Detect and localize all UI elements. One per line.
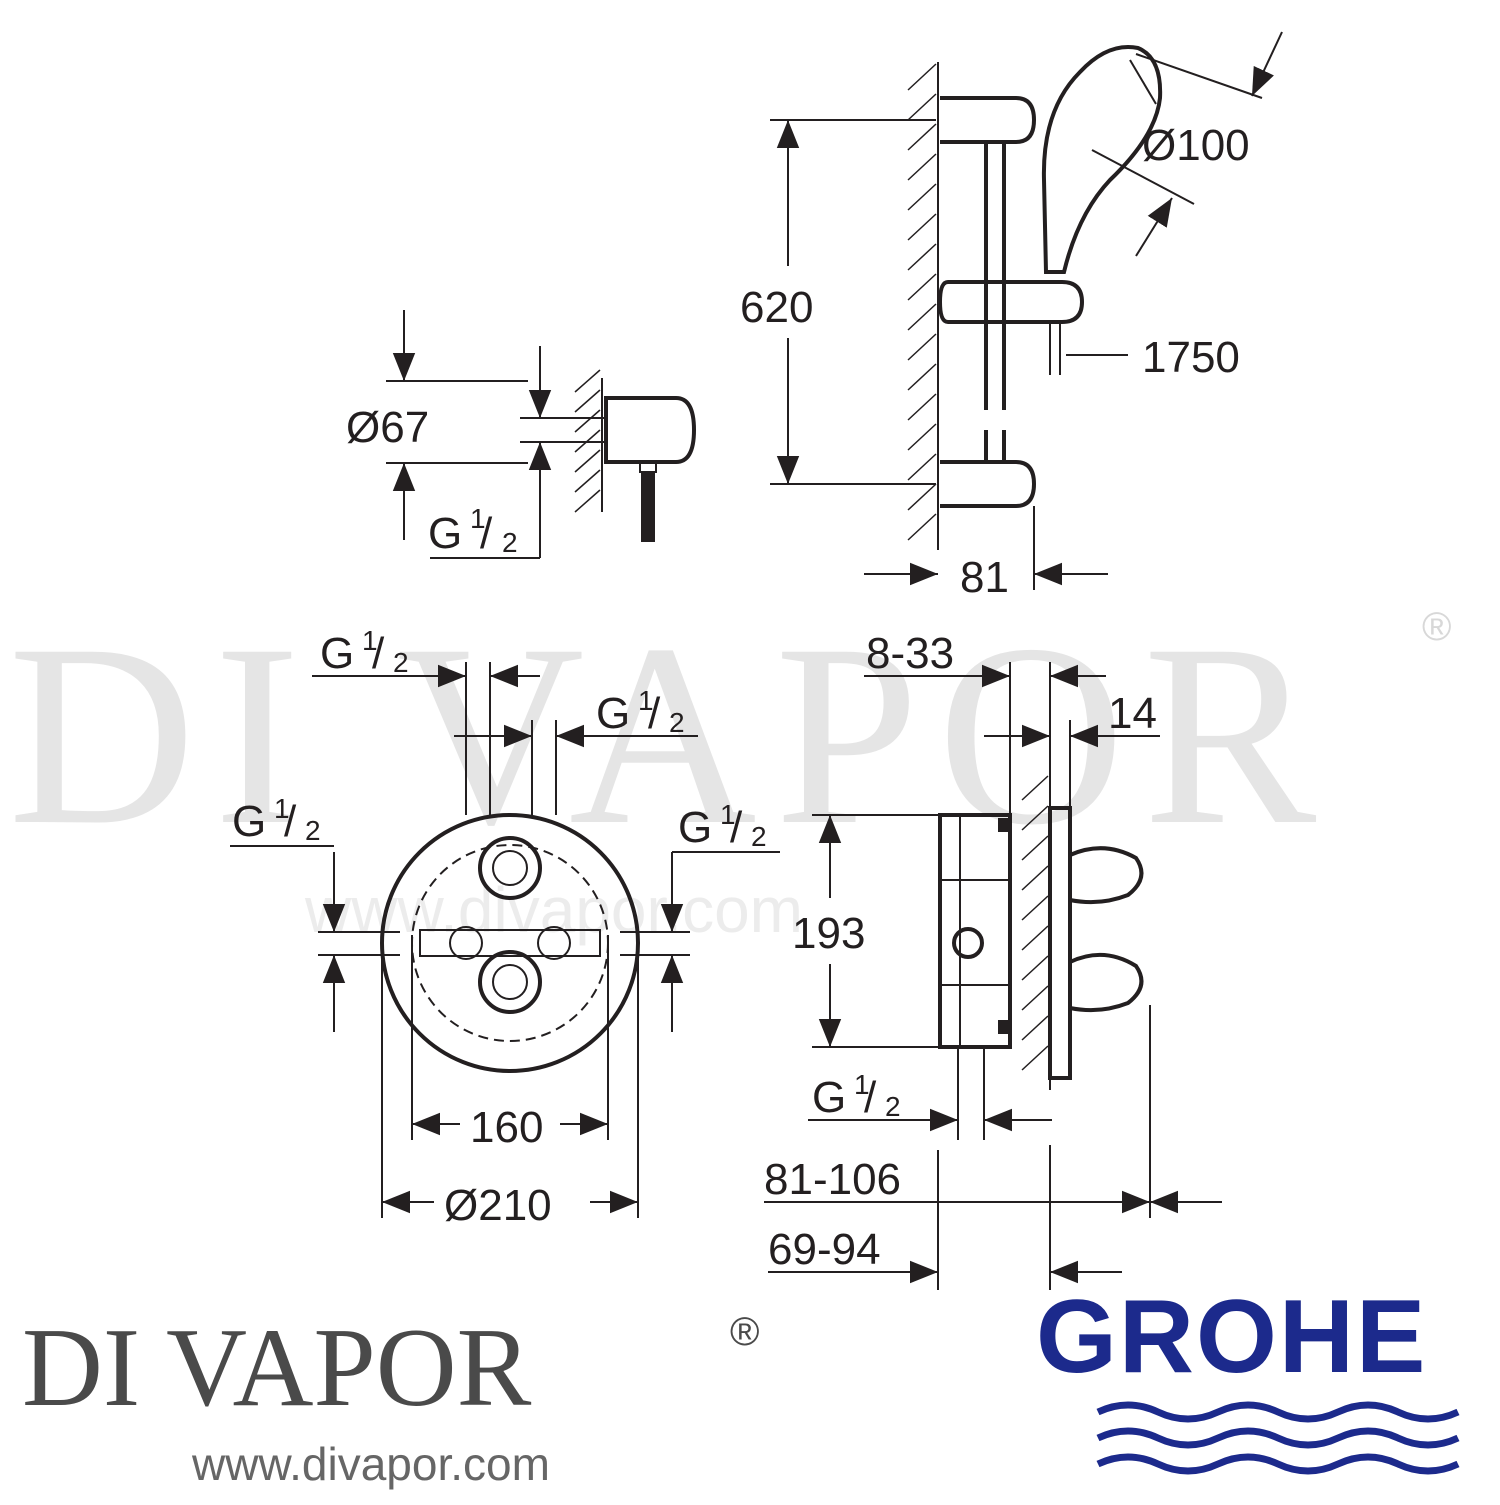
handshower-diameter-label: Ø100 (1142, 121, 1250, 170)
hose-length-label: 1750 (1142, 333, 1240, 382)
svg-text:1: 1 (638, 685, 654, 716)
svg-text:G: G (428, 509, 462, 558)
shower-rail-drawing: 620 Ø100 1750 81 (740, 31, 1283, 602)
svg-text:1: 1 (720, 799, 736, 830)
svg-text:/: / (480, 509, 493, 558)
body-height-label: 193 (792, 909, 865, 958)
grohe-brand-name: GROHE (1036, 1279, 1427, 1395)
svg-text:G: G (596, 689, 630, 738)
plate-depth-label: 14 (1108, 689, 1157, 738)
svg-text:1: 1 (470, 503, 486, 534)
watermark: DI VAPOR ® www.divapor.com (8, 591, 1451, 946)
right-thread-label: G 1 / 2 (678, 799, 767, 852)
adjustment-range-label: 8-33 (866, 629, 954, 678)
svg-text:/: / (372, 629, 385, 678)
svg-text:/: / (284, 797, 297, 846)
svg-text:/: / (730, 803, 743, 852)
divapor-logo: DI VAPOR ® www.divapor.com (22, 1306, 759, 1490)
rail-height-label: 620 (740, 283, 813, 332)
outer-diameter-label: Ø210 (444, 1181, 552, 1230)
svg-text:2: 2 (751, 821, 767, 852)
svg-text:G: G (678, 803, 712, 852)
top-left-thread-label: G 1 / 2 (320, 625, 409, 678)
svg-text:2: 2 (502, 527, 518, 558)
watermark-url: www.divapor.com (304, 874, 803, 946)
divapor-reg-mark: ® (730, 1310, 759, 1354)
svg-text:/: / (648, 689, 661, 738)
install-depth-1-label: 81-106 (764, 1155, 901, 1204)
svg-text:2: 2 (669, 707, 685, 738)
lower-handle-icon (478, 950, 542, 1014)
upper-handle-icon (478, 836, 542, 900)
wall-outlet-diameter-label: Ø67 (346, 403, 429, 452)
svg-text:1: 1 (274, 793, 290, 824)
divapor-url: www.divapor.com (191, 1438, 550, 1490)
svg-text:2: 2 (885, 1091, 901, 1122)
svg-text:2: 2 (393, 647, 409, 678)
rail-projection-label: 81 (960, 553, 1009, 602)
wall-outlet-drawing: Ø67 G 1 / 2 (346, 310, 697, 559)
svg-text:G: G (812, 1073, 846, 1122)
thermostat-side-drawing: 8-33 14 193 G 1 / 2 81-106 69-94 (764, 629, 1222, 1290)
svg-text:G: G (232, 797, 266, 846)
side-connector-icon (952, 927, 984, 959)
watermark-reg-mark: ® (1422, 605, 1451, 649)
thermostat-front-drawing: G 1 / 2 G 1 / 2 G 1 / 2 (230, 625, 780, 1230)
divapor-brand-name: DI VAPOR (22, 1306, 532, 1430)
top-right-thread-label: G 1 / 2 (596, 685, 685, 738)
svg-text:1: 1 (362, 625, 378, 656)
left-thread-label: G 1 / 2 (232, 793, 321, 846)
bottom-thread-label: G 1 / 2 (812, 1069, 901, 1122)
svg-text:G: G (320, 629, 354, 678)
svg-text:2: 2 (305, 815, 321, 846)
wall-outlet-thread-label: G 1 / 2 (428, 503, 518, 558)
grohe-logo: GROHE (1036, 1279, 1460, 1475)
install-depth-2-label: 69-94 (768, 1225, 881, 1274)
svg-text:/: / (864, 1073, 877, 1122)
svg-text:1: 1 (854, 1069, 870, 1100)
grohe-waves-icon (1096, 1401, 1460, 1475)
inner-width-label: 160 (470, 1103, 543, 1152)
